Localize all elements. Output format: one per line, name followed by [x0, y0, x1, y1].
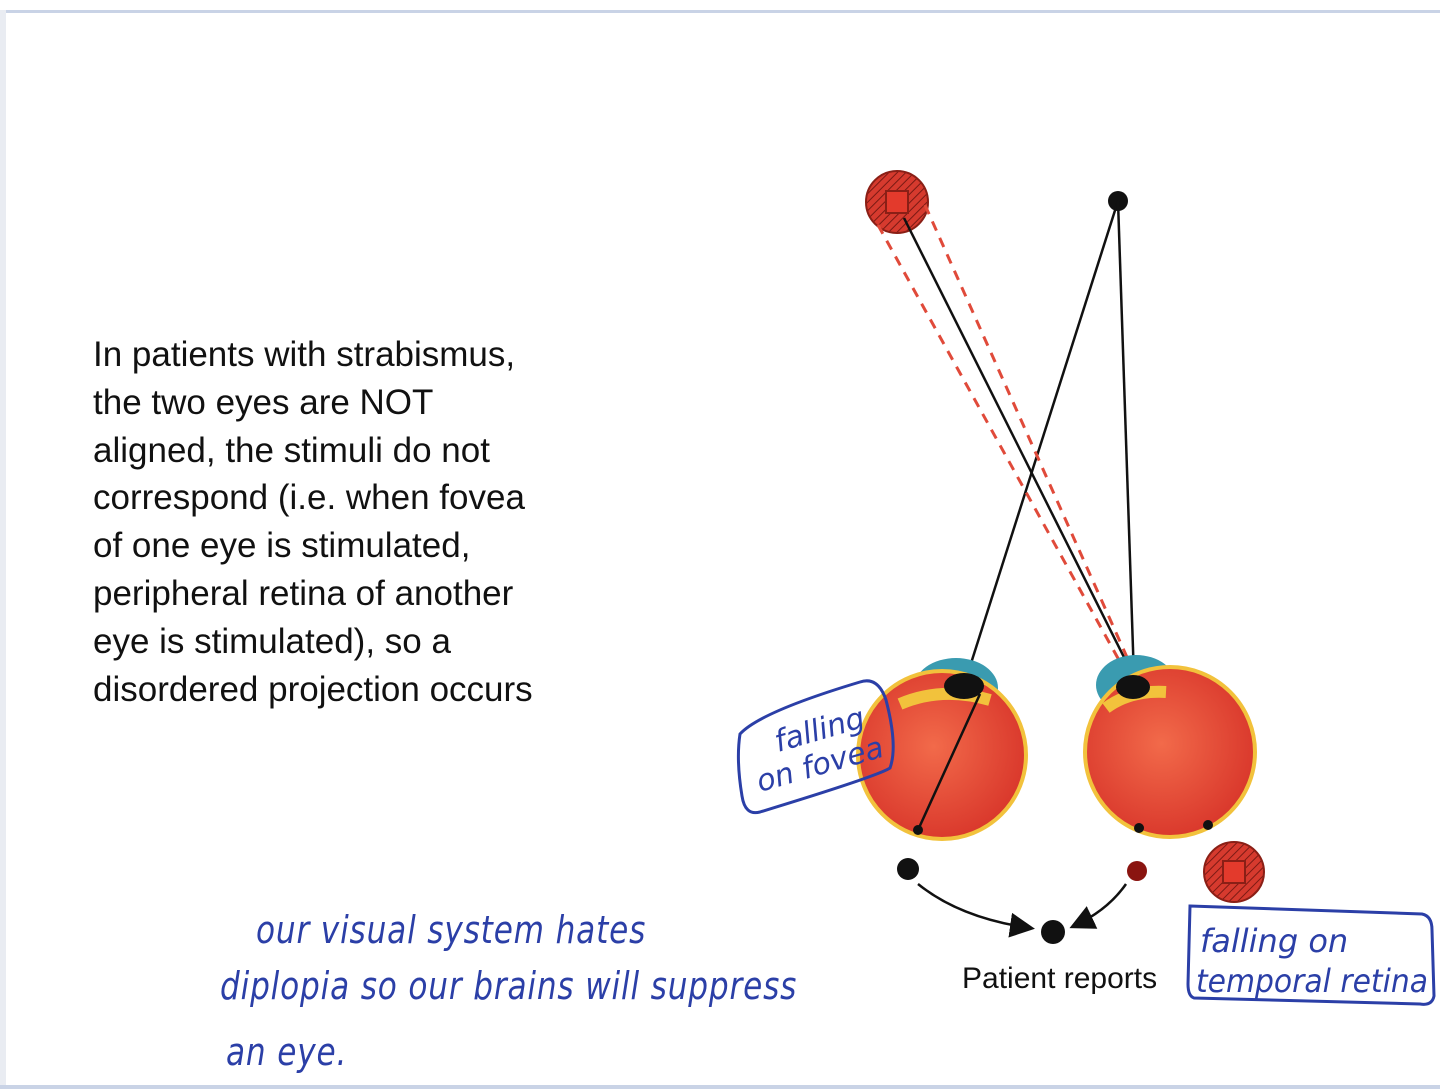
diagram-caption: Patient reports	[962, 962, 1157, 995]
right-annotation-line-1: falling on	[1200, 922, 1348, 960]
handwritten-note-line-2: diplopia so our brains will suppress	[220, 964, 798, 1008]
slide-body-text: In patients with strabismus, the two eye…	[93, 335, 533, 709]
right-merge-arrow	[1069, 883, 1128, 929]
left-annotation-box	[736, 679, 895, 815]
right-annotation-box	[1186, 904, 1436, 1006]
right-eyeball	[1083, 655, 1257, 839]
right-annotation-line-2: temporal retina	[1196, 962, 1428, 1000]
left-eyeball	[856, 658, 1028, 841]
right-eye-percept-dot	[1127, 861, 1147, 881]
real-object-target	[865, 170, 929, 234]
left-merge-arrow	[917, 883, 1035, 938]
handwritten-note-line-3: an eye.	[226, 1030, 348, 1074]
slide-bottom-border	[0, 1085, 1440, 1089]
reported-percept-dot	[1041, 920, 1065, 944]
slide-left-border	[0, 10, 6, 1088]
perceived-object-image	[1203, 841, 1265, 903]
handwritten-note-line-1: our visual system hates	[256, 908, 647, 952]
left-eye-percept-dot	[897, 858, 919, 880]
slide-top-border	[0, 10, 1440, 13]
